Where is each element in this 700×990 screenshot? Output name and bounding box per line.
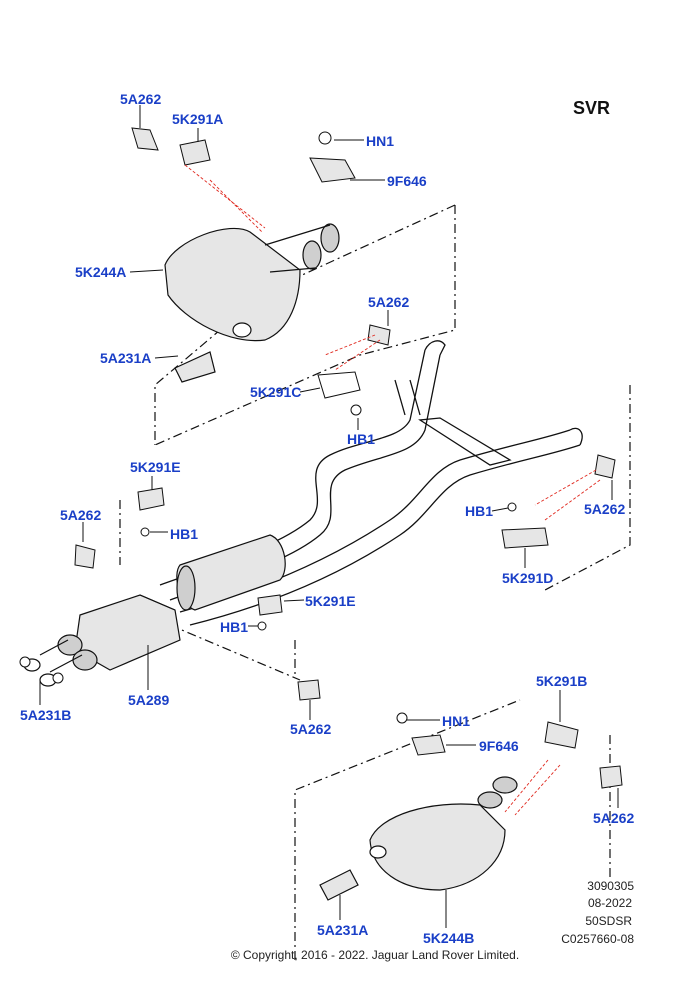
callout-hb1-left: HB1 — [170, 526, 199, 542]
callout-5a262-bottom-right: 5A262 — [593, 810, 635, 826]
callout-5a262-bottom: 5A262 — [290, 721, 332, 737]
callout-5k291b: 5K291B — [536, 673, 588, 689]
callout-5a262-left: 5A262 — [60, 507, 102, 523]
callout-5k291c: 5K291C — [250, 384, 302, 400]
callout-hb1-mid: HB1 — [347, 431, 376, 447]
callout-5k244a: 5K244A — [75, 264, 127, 280]
callout-5k244b: 5K244B — [423, 930, 475, 946]
front-muffler — [23, 594, 181, 687]
reference-line-3: 50SDSR — [585, 914, 632, 928]
callout-9f646-top: 9F646 — [387, 173, 427, 189]
callout-5a231b: 5A231B — [20, 707, 72, 723]
callout-hb1-right: HB1 — [465, 503, 494, 519]
callout-9f646-bottom: 9F646 — [479, 738, 519, 754]
boundary-dashline — [154, 205, 456, 446]
callout-hn1-bottom: HN1 — [442, 713, 471, 729]
callout-5a231a-top: 5A231A — [100, 350, 152, 366]
reference-line-2: 08-2022 — [587, 896, 632, 910]
callout-hn1-top: HN1 — [366, 133, 395, 149]
callout-5k291a: 5K291A — [172, 111, 224, 127]
callout-5a262-mid: 5A262 — [368, 294, 410, 310]
callout-5a262-right: 5A262 — [584, 501, 626, 517]
callout-5k291d: 5K291D — [502, 570, 554, 586]
reference-line-1: 3090305 — [587, 879, 634, 893]
callout-hb1-bottom: HB1 — [220, 619, 249, 635]
callout-5k291e-bottom: 5K291E — [305, 593, 356, 609]
callout-5k291e-left: 5K291E — [130, 459, 181, 475]
callout-5a231a-bottom: 5A231A — [317, 922, 369, 938]
rear-muffler-top — [164, 223, 340, 383]
copyright-notice: © Copyright, 2016 - 2022. Jaguar Land Ro… — [230, 948, 520, 962]
callout-5a262-top: 5A262 — [120, 91, 162, 107]
callout-5a289: 5A289 — [128, 692, 170, 708]
rear-muffler-bottom — [319, 776, 518, 901]
reference-line-4: C0257660-08 — [561, 932, 634, 946]
small-parts — [19, 127, 623, 789]
variant-label: SVR — [573, 98, 611, 118]
center-resonator — [176, 534, 286, 611]
